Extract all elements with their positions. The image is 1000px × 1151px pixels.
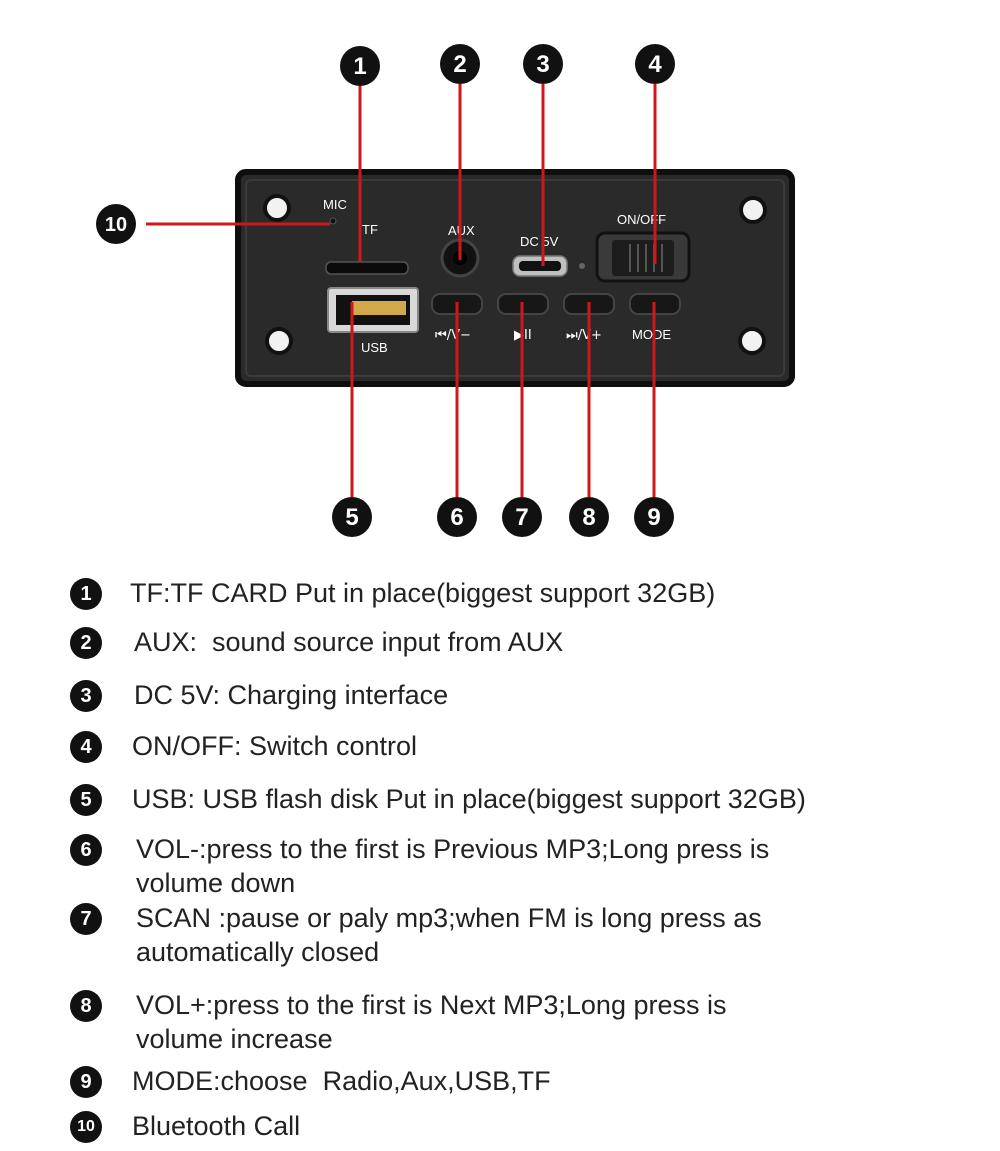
legend-text-9: MODE:choose Radio,Aux,USB,TF xyxy=(132,1066,551,1096)
svg-text:9: 9 xyxy=(647,504,660,531)
legend-badge-5: 5 xyxy=(70,784,102,816)
legend-list: 1 TF:TF CARD Put in place(biggest suppor… xyxy=(0,560,1000,1151)
module-panel xyxy=(235,169,795,387)
legend-text-6: VOL-:press to the first is Previous MP3;… xyxy=(136,834,770,898)
dc-label: DC 5V xyxy=(520,234,559,249)
mounting-holes xyxy=(263,194,767,355)
legend-text-5: USB: USB flash disk Put in place(biggest… xyxy=(132,784,806,814)
legend-text-8: VOL+:press to the first is Next MP3;Long… xyxy=(136,990,727,1054)
next-button-label: ⏭/V+ xyxy=(566,328,602,343)
svg-text:1: 1 xyxy=(353,53,366,80)
mic-label: MIC xyxy=(323,197,347,212)
legend-badge-2: 2 xyxy=(70,627,102,659)
svg-text:5: 5 xyxy=(345,504,358,531)
mode-button-label: MODE xyxy=(632,327,671,342)
legend-badge-4: 4 xyxy=(70,731,102,763)
module-diagram: MIC TF USB AUX DC 5V ON/OFF ⏮/V− ▶II ⏭/V… xyxy=(96,44,795,537)
legend-text-1: TF:TF CARD Put in place(biggest support … xyxy=(130,578,716,608)
legend-badge-10: 10 xyxy=(70,1111,102,1143)
legend-badge-3: 3 xyxy=(70,680,102,712)
callout-7: 7 xyxy=(502,497,542,537)
legend-text-2: AUX: sound source input from AUX xyxy=(134,627,564,657)
callout-6: 6 xyxy=(437,497,477,537)
callout-2: 2 xyxy=(440,44,480,84)
svg-text:6: 6 xyxy=(450,504,463,531)
svg-text:4: 4 xyxy=(648,51,662,78)
callout-10: 10 xyxy=(96,204,136,244)
leader-lines xyxy=(146,84,657,497)
callout-3: 3 xyxy=(523,44,563,84)
svg-text:7: 7 xyxy=(515,504,528,531)
callout-5: 5 xyxy=(332,497,372,537)
legend-text-3: DC 5V: Charging interface xyxy=(134,680,449,710)
tf-slot xyxy=(325,261,409,275)
legend-badge-6: 6 xyxy=(70,834,102,866)
legend-text-10: Bluetooth Call xyxy=(132,1111,301,1141)
legend-badge-8: 8 xyxy=(70,990,102,1022)
svg-text:2: 2 xyxy=(453,51,466,78)
callout-4: 4 xyxy=(635,44,675,84)
legend-text-7: SCAN :pause or paly mp3;when FM is long … xyxy=(136,903,762,967)
legend-badge-1: 1 xyxy=(70,578,102,610)
legend-badge-9: 9 xyxy=(70,1066,102,1098)
tf-label: TF xyxy=(362,222,378,237)
legend-text-4: ON/OFF: Switch control xyxy=(132,731,418,761)
prev-button-label: ⏮/V− xyxy=(435,328,471,343)
status-led xyxy=(579,263,585,269)
svg-text:8: 8 xyxy=(582,504,595,531)
mic-hole xyxy=(329,217,337,225)
legend-badge-7: 7 xyxy=(70,903,102,935)
callout-8: 8 xyxy=(569,497,609,537)
svg-text:3: 3 xyxy=(536,51,549,78)
svg-text:10: 10 xyxy=(105,214,127,236)
usb-label: USB xyxy=(361,340,388,355)
onoff-label: ON/OFF xyxy=(617,212,666,227)
panel-bevel xyxy=(245,179,785,377)
callout-9: 9 xyxy=(634,497,674,537)
aux-label: AUX xyxy=(448,223,475,238)
callout-1: 1 xyxy=(340,46,380,86)
